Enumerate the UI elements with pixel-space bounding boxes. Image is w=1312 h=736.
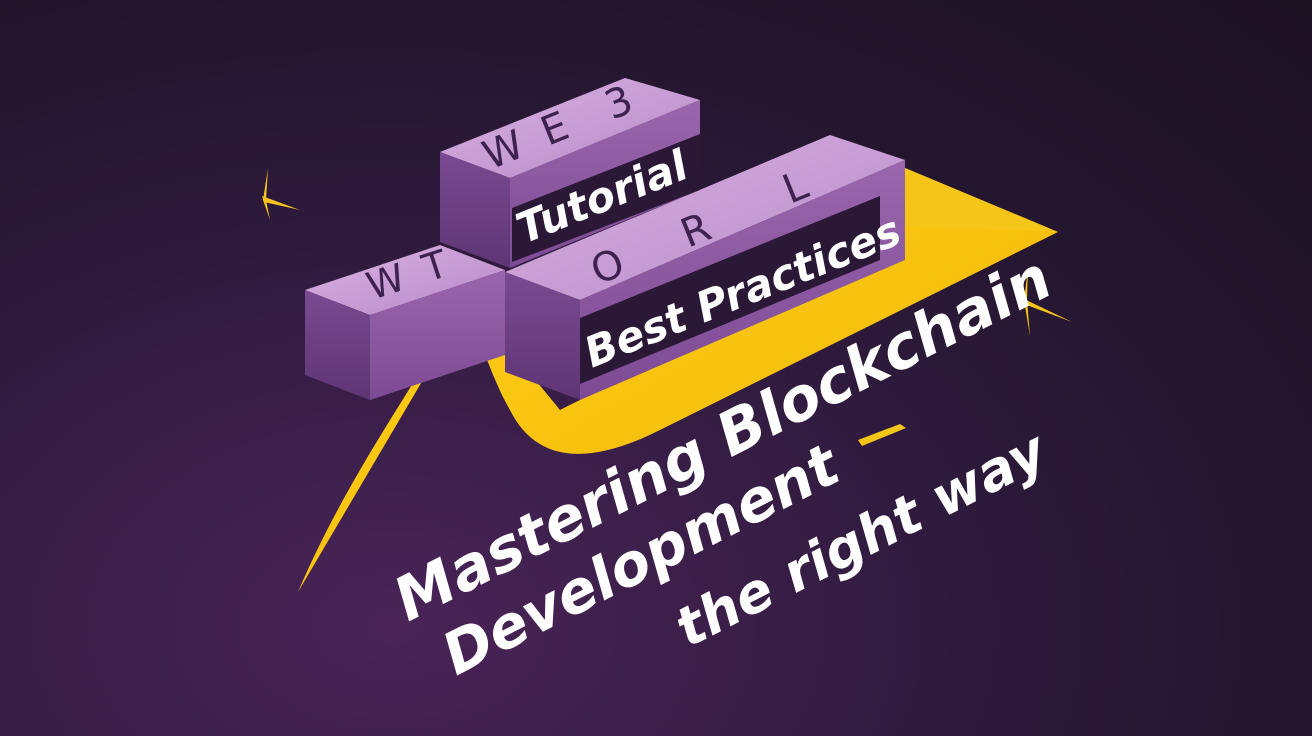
sparkle-icon bbox=[262, 168, 300, 220]
block-wt: W T bbox=[305, 241, 505, 400]
sparkle-icon bbox=[1022, 268, 1072, 336]
sparkle-icon bbox=[858, 424, 906, 446]
